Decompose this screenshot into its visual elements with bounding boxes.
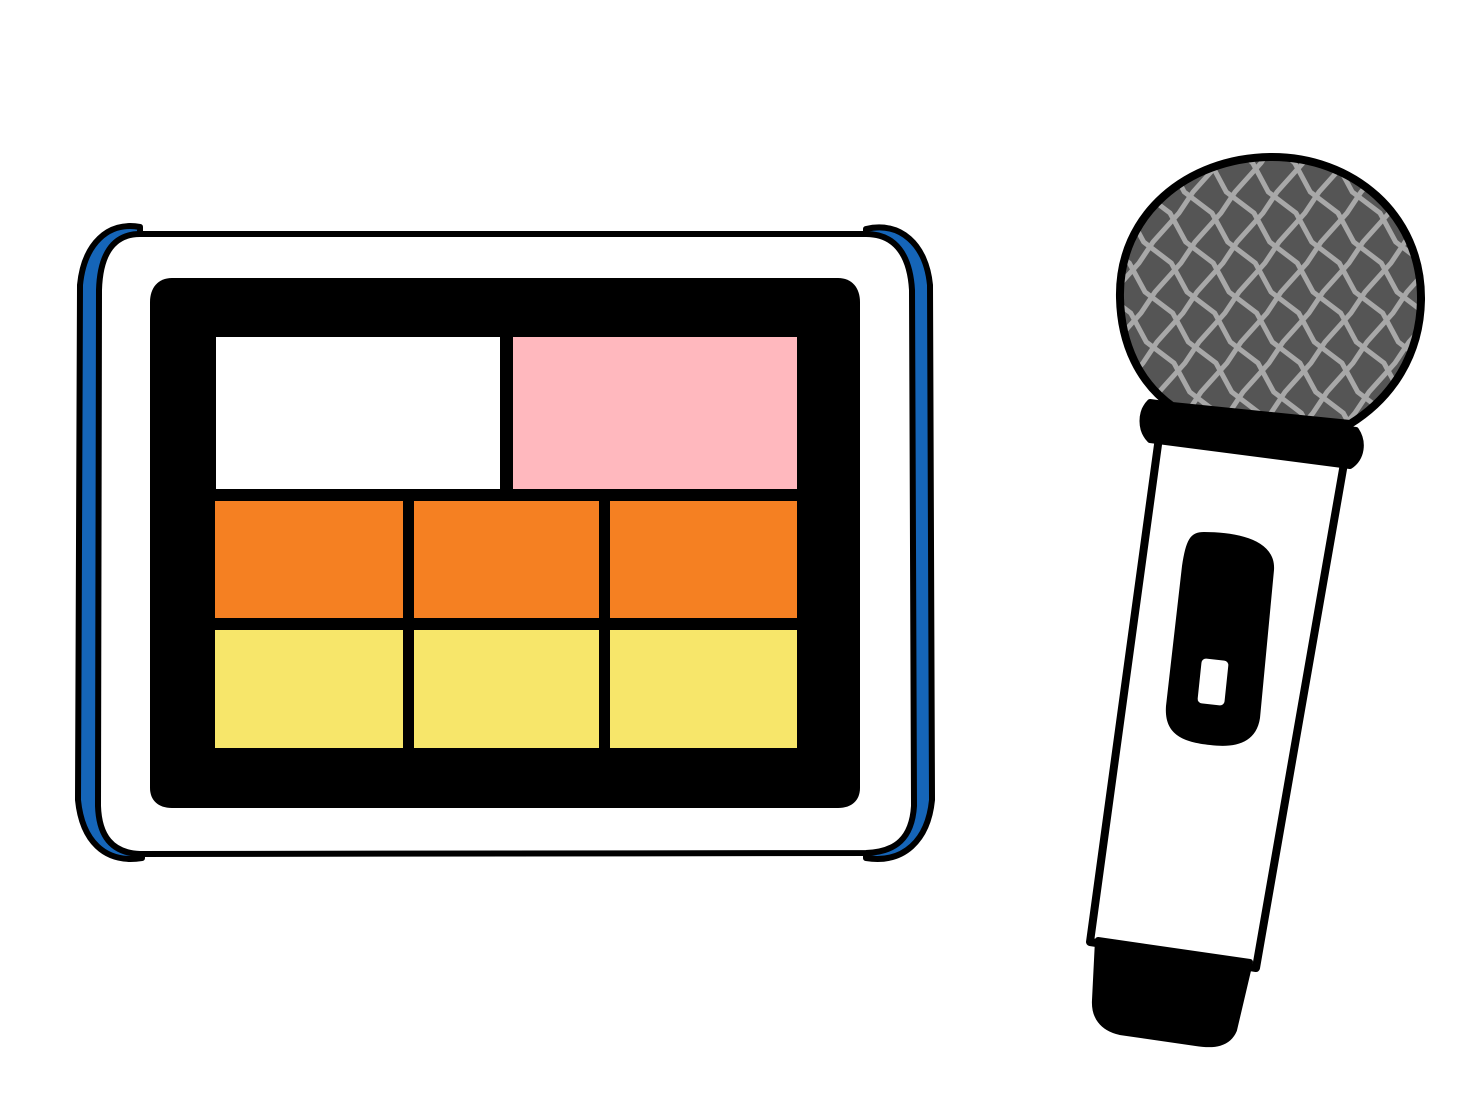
microphone-end-cap [1091, 937, 1253, 1048]
microphone-icon [1086, 152, 1426, 1048]
microphone-collar [1139, 399, 1364, 469]
tablet-icon [75, 223, 935, 862]
tablet-app-grid [215, 337, 797, 748]
microphone-switch [1165, 532, 1275, 746]
app-tile [414, 630, 599, 748]
app-tile [216, 337, 500, 489]
app-tile [215, 630, 403, 748]
app-tile [513, 337, 797, 489]
app-tile [215, 501, 403, 618]
app-tile [414, 501, 599, 618]
app-tile [610, 501, 797, 618]
app-tile [610, 630, 797, 748]
microphone-switch-button [1194, 655, 1232, 709]
